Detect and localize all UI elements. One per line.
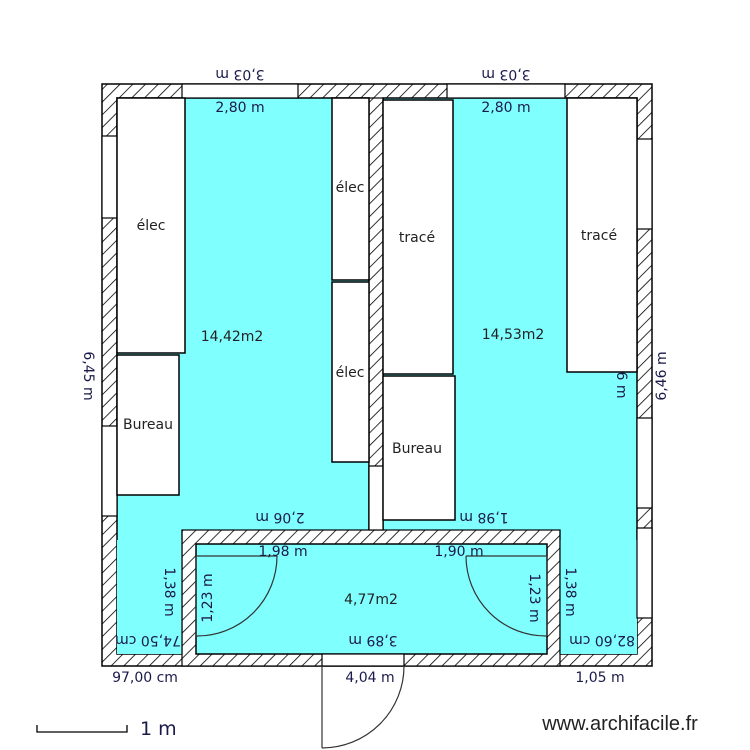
- furniture-elec-left: [116, 97, 186, 354]
- window-top-right: [446, 83, 566, 99]
- furniture-elec-center-top: [331, 97, 370, 281]
- dim-corridor-top-left: 2,06 m: [255, 509, 304, 525]
- dim-top-left-outer: 3,03 m: [215, 66, 264, 82]
- dim-right-pocket-width: 82,60 cm: [569, 632, 635, 648]
- dim-top-left-inner: 2,80 m: [215, 100, 264, 116]
- dim-corridor-inner-left: 1,98 m: [258, 544, 307, 560]
- dim-top-right-outer: 3,03 m: [481, 66, 530, 82]
- area-right-room: 14,53m2: [482, 327, 545, 343]
- window-left-upper: [101, 135, 118, 219]
- dim-bottom-door: 4,04 m: [345, 670, 394, 686]
- door-swings: [195, 555, 548, 749]
- scale-label: 1 m: [140, 718, 177, 740]
- scale-bar: 1 m: [36, 718, 177, 740]
- dim-right-height: 6,46 m: [654, 351, 670, 400]
- watermark: www.archifacile.fr: [541, 713, 698, 735]
- dim-corridor-bottom: 3,89 m: [348, 632, 397, 648]
- label-trace-center: tracé: [399, 230, 435, 246]
- dim-left-height: 6,45 m: [80, 351, 96, 400]
- window-left-lower: [101, 425, 118, 517]
- window-right-upper: [636, 138, 653, 230]
- label-bureau-center: Bureau: [392, 441, 442, 457]
- label-elec-left: élec: [137, 218, 166, 234]
- door-gap-center: [368, 465, 384, 531]
- furniture-bureau-left: [116, 354, 180, 496]
- windows: [101, 83, 653, 667]
- furniture: [116, 97, 638, 521]
- dim-left-pocket-width: 74,50 cm: [115, 632, 181, 648]
- dim-corridor-inner-right: 1,90 m: [434, 544, 483, 560]
- dim-right-inner-partial: 6 m: [613, 372, 629, 399]
- dim-door-radius-right: 1,23 m: [526, 573, 542, 622]
- dim-bottom-left: 97,00 cm: [112, 670, 178, 686]
- label-elec-center-top: élec: [336, 180, 365, 196]
- dim-corridor-top-right: 1,98 m: [459, 509, 508, 525]
- furniture-elec-center-bottom: [331, 281, 370, 463]
- window-top-left: [181, 83, 299, 99]
- furniture-trace-center: [382, 99, 454, 375]
- furniture-trace-right: [566, 97, 638, 373]
- dim-top-right-inner: 2,80 m: [481, 100, 530, 116]
- window-right-mid: [636, 417, 653, 509]
- dim-bottom-right: 1,05 m: [575, 670, 624, 686]
- door-arc-right: [465, 555, 548, 637]
- label-bureau-left: Bureau: [123, 417, 173, 433]
- area-left-room: 14,42m2: [201, 329, 264, 345]
- area-corridor: 4,77m2: [344, 592, 398, 608]
- label-elec-center-bottom: élec: [336, 365, 365, 381]
- dim-door-radius-left: 1,23 m: [200, 573, 216, 622]
- entrance-door-opening: [321, 653, 405, 667]
- door-arc-left: [195, 555, 278, 637]
- label-trace-right: tracé: [581, 228, 617, 244]
- door-arc-entrance: [321, 665, 405, 749]
- furniture-bureau-center: [382, 375, 456, 521]
- window-right-lower: [636, 527, 653, 619]
- dim-left-pocket-height: 1,38 m: [161, 567, 177, 616]
- dim-right-pocket-height: 1,38 m: [562, 567, 578, 616]
